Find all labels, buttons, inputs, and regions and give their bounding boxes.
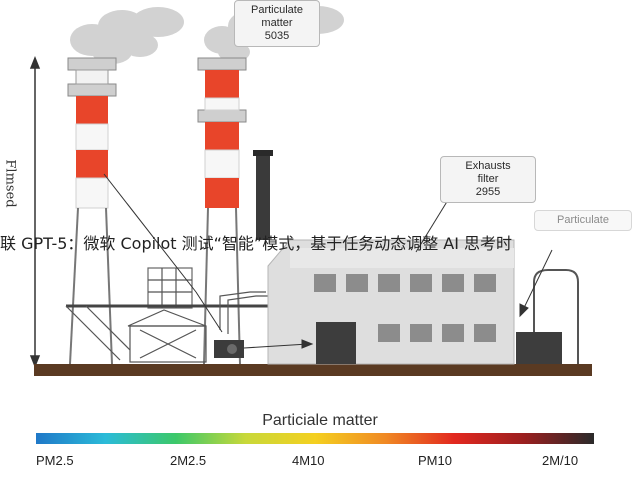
- callout-filter-value: 2955: [475, 186, 501, 198]
- legend-tick: PM2.5: [36, 453, 74, 468]
- leader-lines: [103, 173, 553, 349]
- legend-tick: 2M/10: [542, 453, 579, 468]
- exhaust-filter-callout: Exhausts filter 2955: [440, 156, 536, 203]
- callout-pm-line2: matter: [261, 17, 293, 29]
- callout-pm-line1: Particulate: [251, 4, 303, 16]
- callout-filter-line1: Exhausts: [465, 160, 511, 172]
- particulate-matter-callout: Particulate matter 5035: [234, 0, 320, 47]
- chimney-dark: [253, 150, 273, 240]
- callout-pm-value: 5035: [264, 30, 290, 42]
- news-banner-text: 联 GPT-5：微软 Copilot 测试“智能”模式，基于任务动态调整 AI …: [0, 234, 513, 253]
- legend-tick: PM10: [418, 453, 452, 468]
- y-axis-label: Flmsed: [2, 159, 18, 208]
- legend-title: Particiale matter: [262, 412, 378, 429]
- ground-strip: [34, 364, 592, 376]
- color-scale-bar: [36, 433, 594, 444]
- conveyor-structure: [65, 267, 270, 363]
- factory-building: [267, 239, 515, 365]
- smokestack-left: [67, 57, 117, 365]
- callout-filter-line2: filter: [477, 173, 499, 185]
- smokestack-middle: [197, 57, 247, 365]
- filter-unit: [516, 269, 579, 364]
- y-axis-arrow: [29, 55, 41, 369]
- legend-tick: 2M2.5: [170, 453, 207, 468]
- smoke-cloud-left: [70, 7, 184, 64]
- legend-tick: 4M10: [292, 453, 325, 468]
- particulate-right-callout: Particulate: [534, 210, 632, 231]
- callout-pm2-line1: Particulate: [557, 214, 609, 226]
